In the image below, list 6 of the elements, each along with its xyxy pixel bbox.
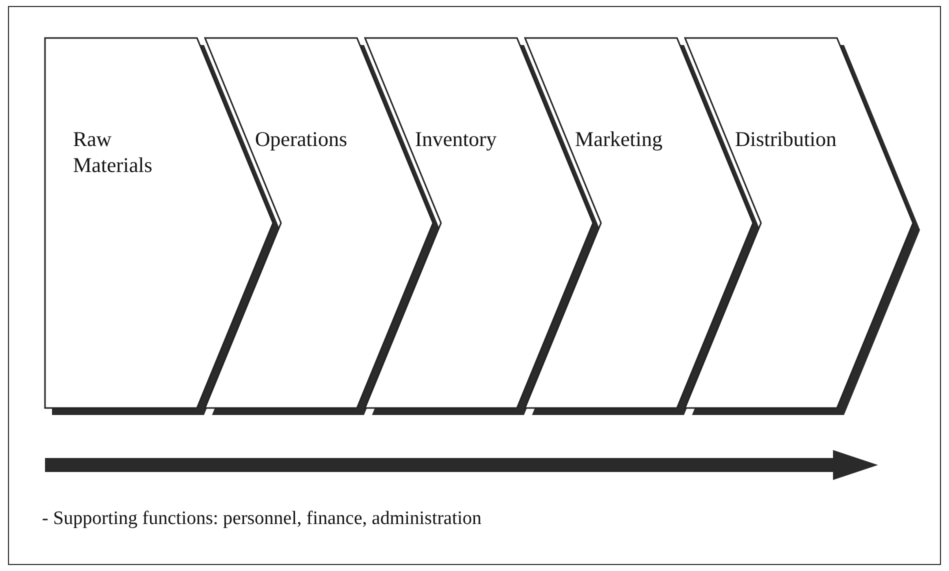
note-text: - Supporting functions: personnel, finance, administration bbox=[42, 508, 482, 530]
step-label: Inventory bbox=[415, 126, 498, 152]
step-label: Marketing bbox=[575, 126, 664, 152]
step-label: Operations bbox=[255, 126, 348, 152]
step-label: Distribution bbox=[735, 126, 838, 152]
step-label: Raw Materials bbox=[73, 126, 154, 178]
